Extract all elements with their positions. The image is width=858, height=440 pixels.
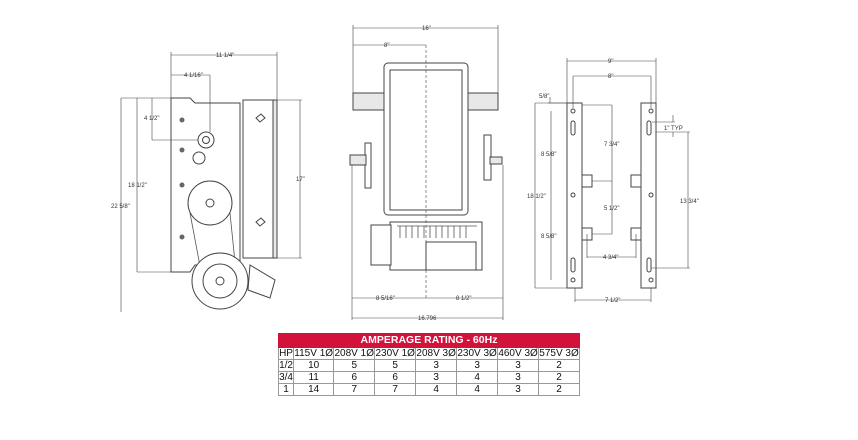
dim-slot-typ: 1" TYP: [664, 126, 683, 132]
table-header-row: HP 115V 1Ø 208V 1Ø 230V 1Ø 208V 3Ø 230V …: [277, 347, 580, 360]
dim-shaft-offset: 4 1/16": [184, 73, 203, 79]
cell: 5: [374, 359, 417, 372]
dim-overall-height: 18 1/2": [527, 194, 546, 200]
cell: 4: [456, 383, 499, 396]
cell: 3: [415, 359, 458, 372]
dim-bracket-height: 18 1/2": [128, 183, 147, 189]
cell: 6: [333, 371, 376, 384]
column-header: 115V 1Ø: [293, 347, 335, 360]
amperage-rating-table: AMPERAGE RATING - 60Hz HP 115V 1Ø 208V 1…: [277, 333, 580, 396]
dim-slot-spacing: 13 3/4": [680, 199, 699, 205]
column-header: 230V 3Ø: [456, 347, 499, 360]
dim-overall-width: 16.796: [418, 316, 437, 322]
cell: 4: [415, 383, 458, 396]
cell: 3/4: [277, 371, 295, 384]
cell: 1/2: [277, 359, 295, 372]
dim-shaft-drop: 4 1/2": [144, 116, 159, 122]
cell: 2: [538, 383, 580, 396]
dim-tab-spacing: 4 3/4": [603, 255, 618, 261]
dim-upper-left: 8 5/8": [541, 152, 556, 158]
column-header: 208V 1Ø: [333, 347, 376, 360]
cell: 3: [415, 371, 458, 384]
dim-upper-spacing: 7 3/4": [604, 142, 619, 148]
cell: 7: [374, 383, 417, 396]
cell: 1: [277, 383, 295, 396]
side-view: 11 1/4" 4 1/16" 4 1/2" 18 1/2" 22 5/8" 1…: [111, 52, 305, 312]
dim-overall-height: 22 5/8": [111, 204, 130, 210]
dim-left-extent: 8 5/16": [376, 296, 395, 302]
column-header: 230V 1Ø: [374, 347, 417, 360]
dim-box-height: 17": [296, 177, 305, 183]
cell: 3: [497, 359, 540, 372]
dim-right-extent: 8 1/2": [456, 296, 471, 302]
control-box: [242, 99, 274, 259]
dim-mid-spacing: 5 1/2": [604, 206, 619, 212]
column-header: 460V 3Ø: [497, 347, 540, 360]
cell: 6: [374, 371, 417, 384]
dim-edge-offset: 5/8": [539, 94, 549, 100]
cell: 5: [333, 359, 376, 372]
right-rail: [640, 102, 657, 289]
cell: 3: [456, 359, 499, 372]
front-view: 16" 8" 8 5/16" 8 1/2" 16.796: [349, 25, 504, 322]
cell: 3: [497, 371, 540, 384]
dim-half-width: 8": [384, 43, 389, 49]
dim-bottom-width: 7 1/2": [605, 298, 620, 304]
dim-hole-spacing: 8": [608, 74, 613, 80]
bracket-view: 9" 8" 5/8" 1" TYP 7 3/4" 5 1/2" 8 5/8" 8…: [527, 58, 699, 304]
dim-lower-left: 8 5/8": [541, 234, 556, 240]
cell: 14: [293, 383, 335, 396]
technical-drawing: 11 1/4" 4 1/16" 4 1/2" 18 1/2" 22 5/8" 1…: [111, 25, 699, 322]
dim-width-total: 11 1/4": [216, 53, 234, 59]
cell: 3: [497, 383, 540, 396]
column-header: 575V 3Ø: [538, 347, 580, 360]
cell: 11: [293, 371, 335, 384]
cell: 2: [538, 371, 580, 384]
cell: 10: [293, 359, 335, 372]
column-header: HP: [277, 347, 295, 360]
cell: 2: [538, 359, 580, 372]
dim-outer-width: 9": [608, 59, 613, 65]
column-header: 208V 3Ø: [415, 347, 458, 360]
table-title: AMPERAGE RATING - 60Hz: [278, 333, 580, 348]
cell: 4: [456, 371, 499, 384]
cell: 7: [333, 383, 376, 396]
dim-width-total: 16": [422, 26, 431, 32]
